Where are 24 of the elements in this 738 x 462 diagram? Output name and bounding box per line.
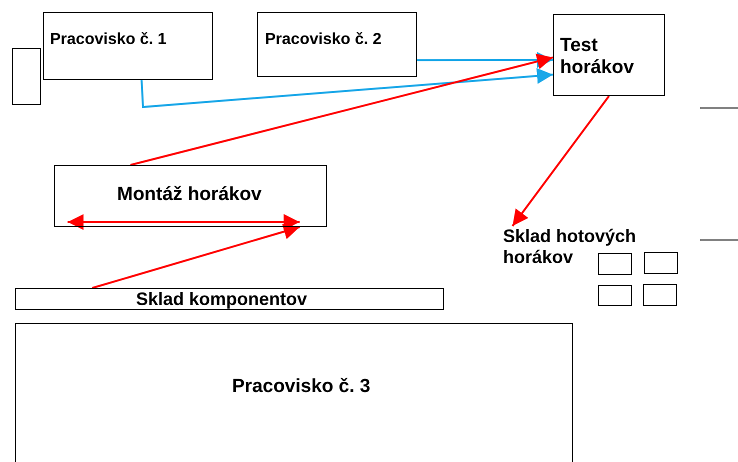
storage-box xyxy=(598,253,632,275)
storage-box xyxy=(644,252,678,274)
workstation-box xyxy=(257,12,417,77)
storage-box xyxy=(643,284,677,306)
storage-box xyxy=(598,285,632,306)
arrow xyxy=(417,52,553,68)
station-label: Pracovisko č. 1 xyxy=(50,31,167,49)
station-label: Sklad komponentov xyxy=(136,289,308,310)
storage-label: Sklad hotových horákov xyxy=(503,226,638,268)
workstation-box xyxy=(15,323,573,462)
station-label: Montáž horákov xyxy=(117,184,262,206)
storage-box xyxy=(15,288,444,310)
test-station-box xyxy=(553,14,665,96)
assembly-box xyxy=(54,165,327,227)
storage-box xyxy=(12,48,41,105)
arrow xyxy=(140,68,554,108)
workstation-box xyxy=(43,12,213,80)
station-label: Pracovisko č. 3 xyxy=(232,376,370,398)
arrow xyxy=(92,224,300,289)
station-label: Test horákov xyxy=(560,35,635,79)
station-label: Pracovisko č. 2 xyxy=(265,31,382,49)
arrow xyxy=(512,95,610,227)
arrow xyxy=(68,214,300,230)
arrow xyxy=(130,54,554,166)
